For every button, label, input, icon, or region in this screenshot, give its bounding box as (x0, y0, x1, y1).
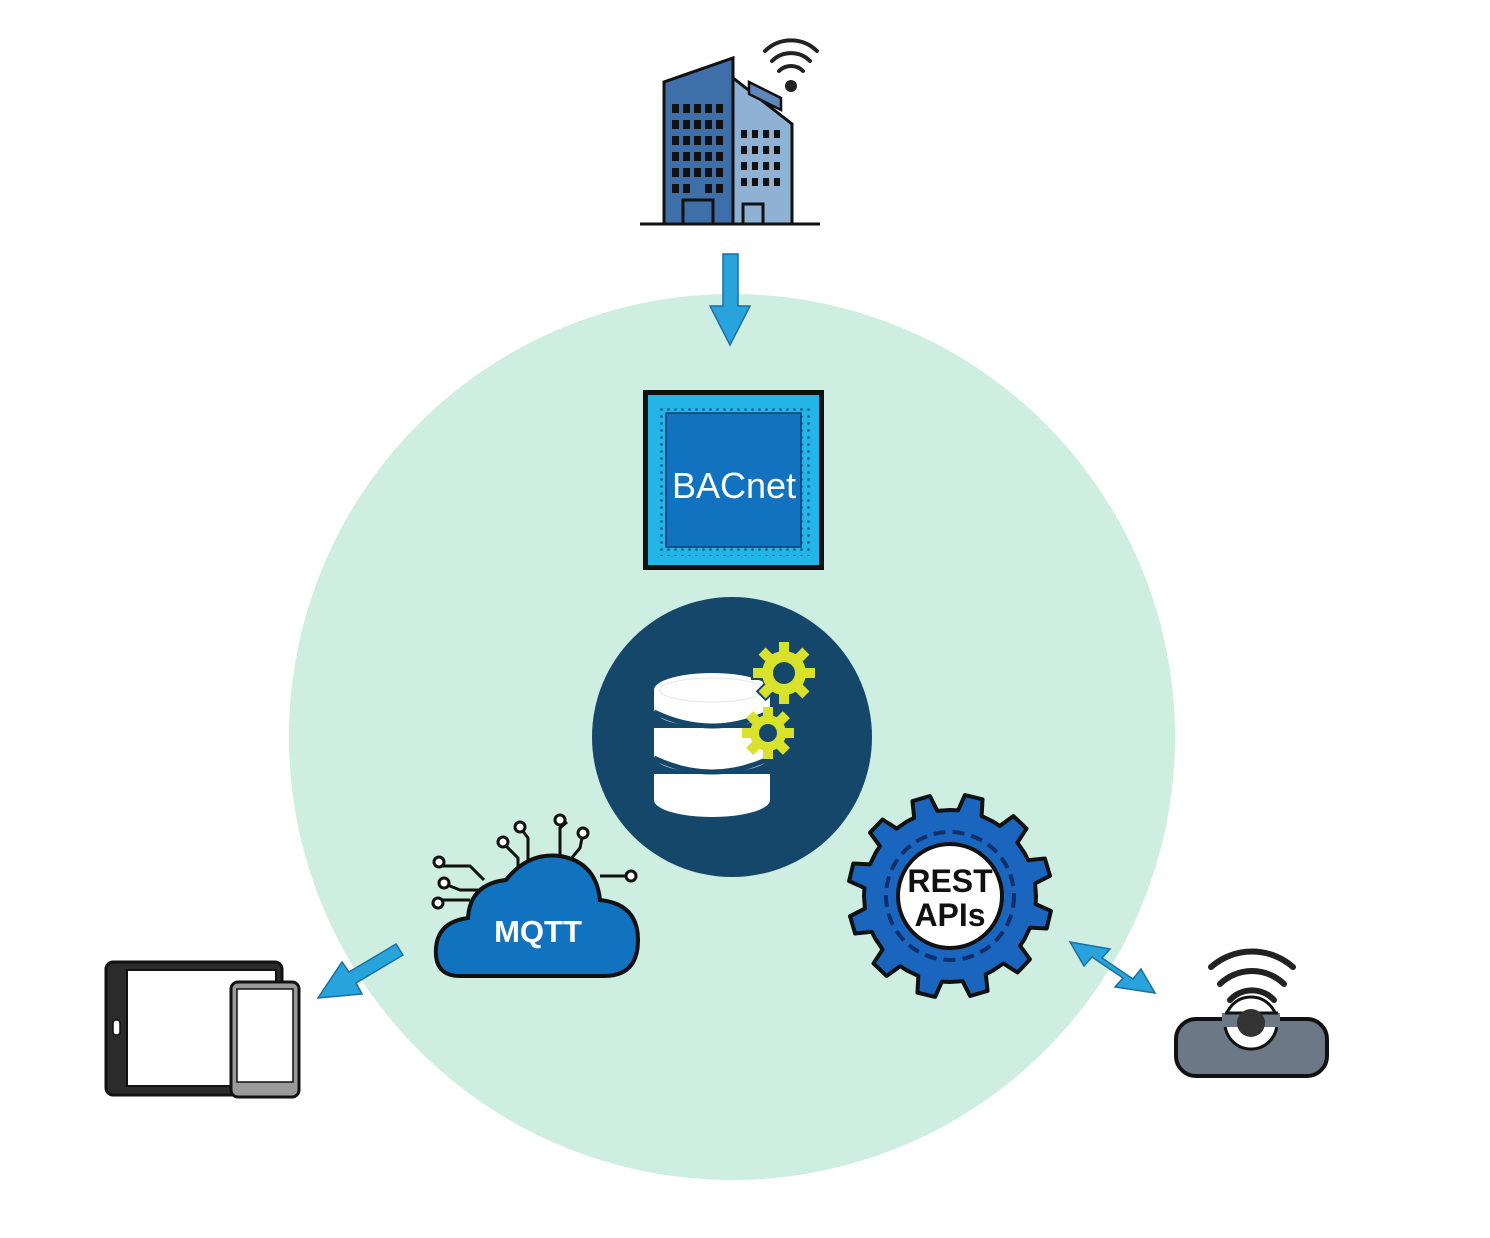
gear-large-icon (751, 640, 817, 706)
mqtt-label: MQTT (494, 914, 582, 949)
wifi-icon (763, 38, 819, 92)
tablet-phone-icon (104, 960, 301, 1099)
rest-label-line1: REST (907, 863, 993, 899)
database-gears-icon (592, 597, 872, 877)
left-down-arrow-icon (316, 942, 405, 999)
bacnet-label: BACnet (672, 465, 796, 506)
building-wifi-icon (640, 38, 820, 226)
down-arrow-icon (708, 253, 752, 347)
mqtt-cloud-icon: MQTT (431, 813, 641, 978)
gear-small-icon (742, 707, 794, 759)
bacnet-chip-icon: BACnet (643, 390, 824, 570)
bidirectional-arrow-icon (1068, 940, 1157, 994)
rest-api-gear-icon: REST APIs (847, 793, 1053, 999)
wireless-sensor-icon (1174, 948, 1329, 1078)
rest-label-line2: APIs (914, 897, 985, 933)
